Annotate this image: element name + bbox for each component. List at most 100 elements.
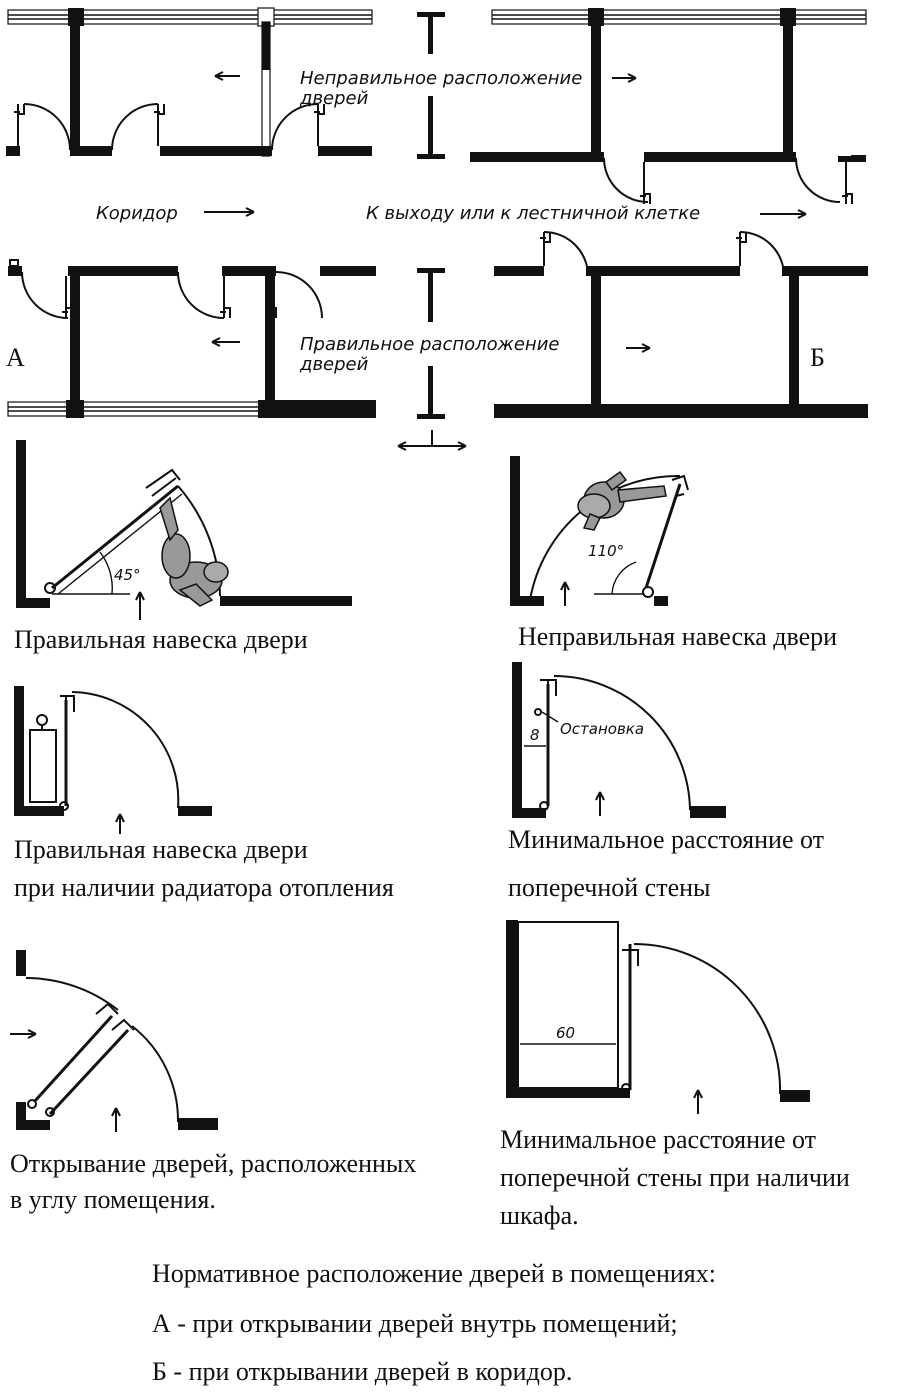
door-swing-arc xyxy=(271,103,319,151)
plan-correct-right-b xyxy=(494,231,868,418)
hinge-pin xyxy=(44,582,56,594)
exterior-wall xyxy=(494,404,868,418)
door-leaf xyxy=(644,483,682,589)
arrow-left-icon xyxy=(214,71,240,81)
caption-wardrobe-line1: Минимальное расстояние от xyxy=(500,1125,816,1154)
floor-wall xyxy=(506,1088,630,1098)
caption-min-dist-line1: Минимальное расстояние от xyxy=(508,825,824,854)
caption-incorrect-hinge: Неправильная навеска двери xyxy=(518,622,837,651)
detail-radiator xyxy=(14,686,212,834)
partition-wall xyxy=(70,266,80,416)
exterior-wall-window xyxy=(7,401,269,417)
door-leaf xyxy=(314,104,325,146)
door-leaf xyxy=(266,276,277,318)
partition-wall xyxy=(591,266,601,416)
double-arrow-icon xyxy=(397,430,467,451)
door-leaf xyxy=(48,1028,130,1116)
side-wall xyxy=(14,686,24,816)
corridor-wall xyxy=(782,266,868,276)
person-figure xyxy=(159,496,229,607)
corridor-wall xyxy=(160,146,272,156)
detail-wardrobe: 60 xyxy=(506,920,810,1114)
dim-60-label: 60 xyxy=(556,1024,575,1042)
hinge-pin xyxy=(642,586,654,598)
exterior-wall-window xyxy=(491,9,867,25)
door-leaf xyxy=(640,162,651,204)
door-swing-arc xyxy=(21,271,69,319)
angle-45-label: 45° xyxy=(114,566,141,584)
corridor-wall xyxy=(8,266,22,276)
wardrobe xyxy=(517,921,619,1089)
detail-corner-doors xyxy=(10,950,218,1132)
partition-wall xyxy=(783,22,793,160)
floor-wall xyxy=(16,1120,50,1130)
caption-corner-line2: в углу помещения. xyxy=(10,1185,216,1214)
door-leaf xyxy=(842,155,866,204)
pier xyxy=(588,8,604,26)
corridor-wall xyxy=(222,266,276,276)
door-swing-arc xyxy=(633,943,782,1095)
floor-wall xyxy=(780,1090,810,1102)
side-wall xyxy=(506,920,518,1098)
floor-wall xyxy=(178,1118,218,1130)
corridor-wall xyxy=(494,266,544,276)
door-leaf xyxy=(736,232,747,266)
letter-a: А xyxy=(6,343,25,372)
side-wall xyxy=(16,1102,26,1130)
angle-110-label: 110° xyxy=(588,542,624,560)
exterior-wall-window xyxy=(7,9,373,25)
door-swing-arc xyxy=(603,157,649,203)
corridor-wall xyxy=(70,146,112,156)
plan-wrong-right xyxy=(470,8,867,204)
corridor-wall xyxy=(6,146,20,156)
dim-8-label: 8 xyxy=(530,726,540,744)
plan-correct-left-a xyxy=(7,259,376,418)
corridor-wall xyxy=(318,146,372,156)
door-swing-arc xyxy=(275,271,323,319)
hinge-pin xyxy=(45,1107,55,1117)
floor-wall xyxy=(690,806,726,818)
door-leaf xyxy=(14,104,25,146)
partition-wall xyxy=(789,266,799,416)
door-leaf xyxy=(62,276,73,318)
corridor-wall xyxy=(470,152,604,162)
partition-wall xyxy=(70,22,80,156)
hinge-pin xyxy=(59,801,69,811)
angle-arc xyxy=(99,551,113,595)
hinge-pin xyxy=(621,1083,631,1093)
footer-line2: А - при открывании дверей внутрь помещен… xyxy=(152,1309,678,1338)
door-swing-arc xyxy=(553,675,691,811)
partition-wall xyxy=(265,266,275,416)
arrow-up-icon xyxy=(693,1089,703,1114)
door-leaf xyxy=(220,276,231,318)
caption-wardrobe-line2: поперечной стены при наличии xyxy=(500,1163,850,1192)
footer-line3: Б - при открывании дверей в коридор. xyxy=(152,1357,572,1386)
arrow-up-icon xyxy=(135,591,145,620)
detail-min-distance: 8 Остановка xyxy=(512,662,726,818)
label-to-exit: К выходу или к лестничной клетке xyxy=(366,203,700,224)
door-handle xyxy=(95,1002,135,1031)
radiator-valve xyxy=(36,714,48,726)
wall-section-symbol-top xyxy=(417,12,445,159)
wall-section-symbol-bottom xyxy=(397,268,467,451)
detail-correct-hinge: 45° xyxy=(16,440,352,620)
arrow-up-icon xyxy=(115,813,125,834)
door-swing-arc xyxy=(739,231,785,277)
floor-wall xyxy=(510,596,544,606)
caption-corner-line1: Открывание дверей, расположенных xyxy=(10,1149,416,1178)
footer-line1: Нормативное расположение дверей в помеще… xyxy=(152,1259,716,1288)
arrow-right-icon xyxy=(204,207,255,217)
radiator xyxy=(29,729,57,803)
floor-wall xyxy=(16,598,50,608)
plan-wrong-left xyxy=(6,7,373,157)
door-leaf xyxy=(540,232,551,266)
door-swing-arc xyxy=(177,271,225,319)
floor-wall xyxy=(14,806,64,816)
door-leaf xyxy=(51,484,179,590)
door-swing-arc xyxy=(131,1025,180,1123)
corridor-wall xyxy=(586,266,740,276)
door-stub xyxy=(9,259,19,267)
label-corridor: Коридор xyxy=(96,203,178,224)
label-wrong-line1: Неправильное расположение xyxy=(300,68,582,89)
